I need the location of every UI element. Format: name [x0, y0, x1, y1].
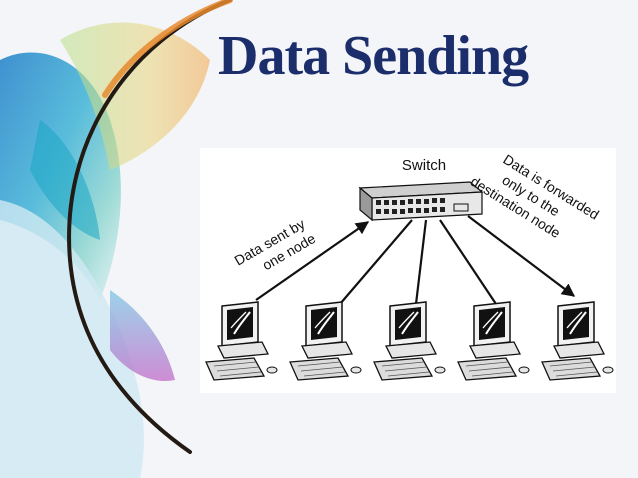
network-diagram: Switch Data sent by one node Data is for…: [200, 148, 616, 393]
computer-icon: [374, 302, 445, 380]
switch-icon: [360, 182, 482, 220]
computer-icon: [542, 302, 613, 380]
slide-title: Data Sending: [218, 24, 528, 88]
switch-label: Switch: [402, 157, 446, 174]
cable-4: [440, 220, 496, 304]
computer-icon: [458, 302, 529, 380]
cable-2: [340, 220, 412, 304]
computer-icon: [290, 302, 361, 380]
cable-3: [416, 220, 426, 304]
computer-icon: [206, 302, 277, 380]
computer-row: [206, 302, 613, 380]
annotation-forwarded: Data is forwarded only to the destinatio…: [468, 148, 605, 255]
annotation-sent: Data sent by one node: [232, 213, 320, 284]
